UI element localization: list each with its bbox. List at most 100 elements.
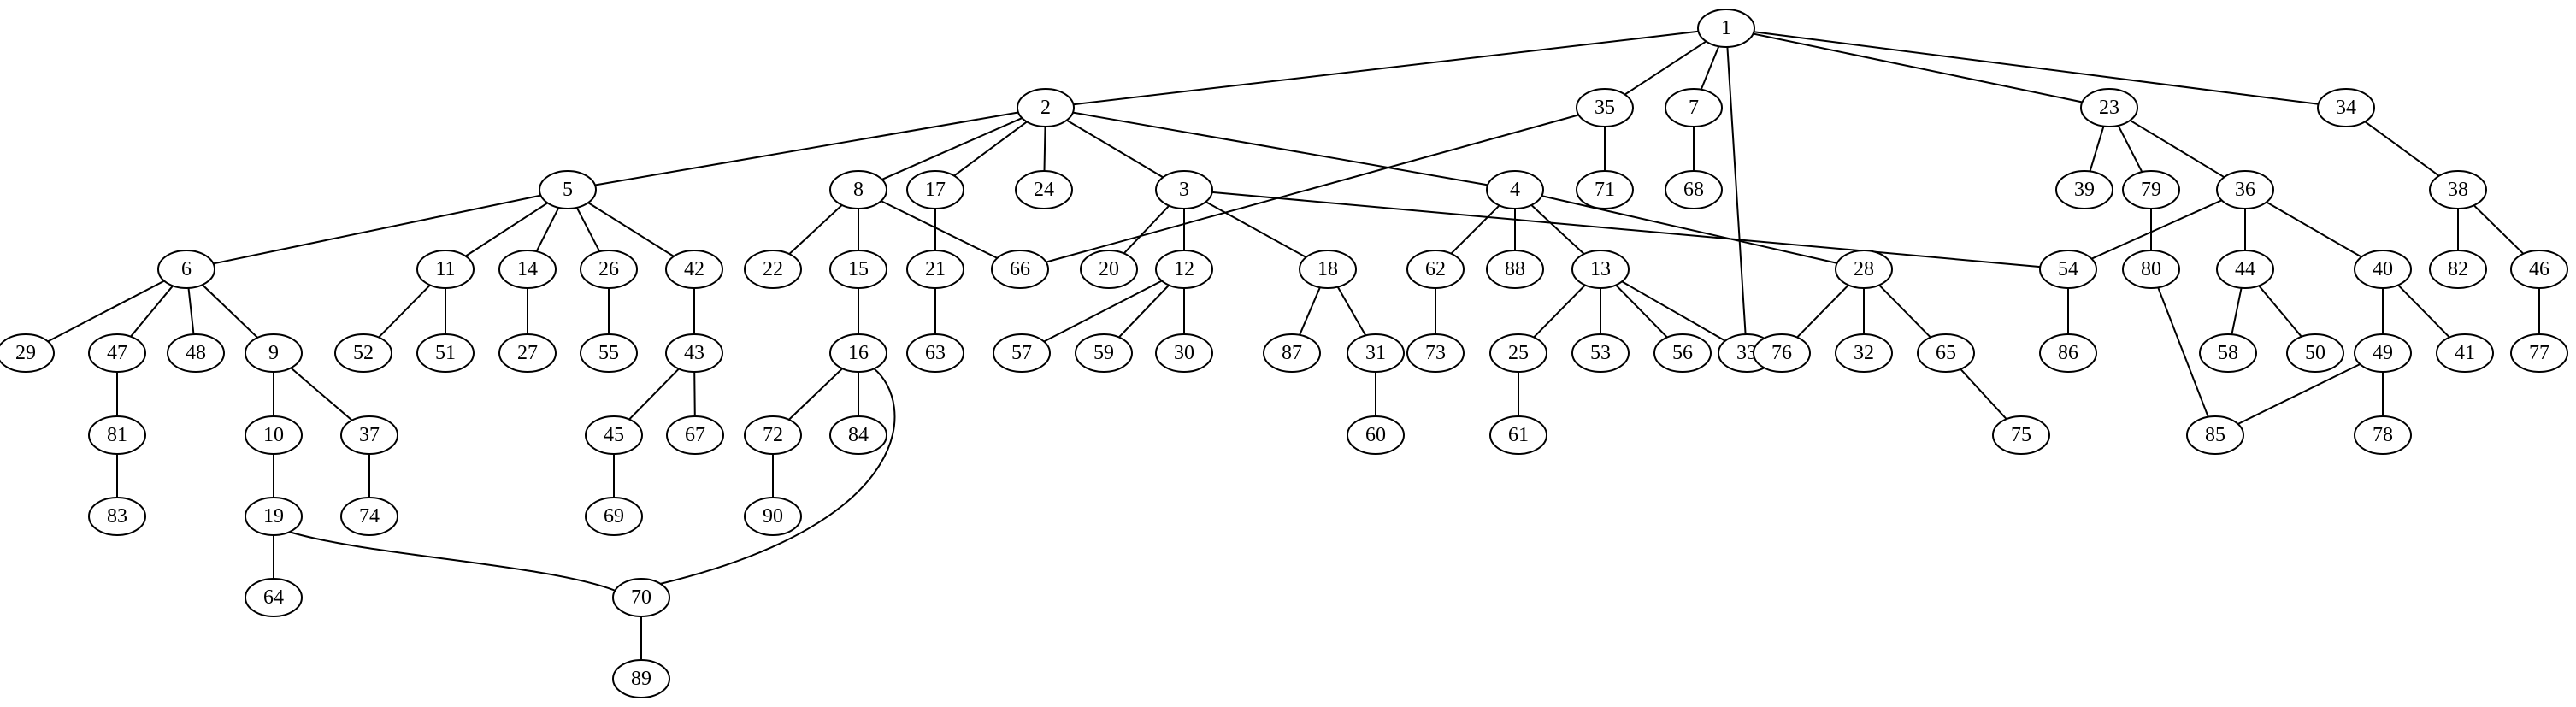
node-57: 57 [993, 333, 1051, 373]
node-71-shape [1576, 170, 1634, 209]
node-15-label: 15 [848, 258, 869, 280]
edge-16-70 [659, 368, 896, 585]
node-13: 13 [1571, 250, 1630, 289]
graph-edges [47, 30, 2540, 660]
edge-5-42 [587, 202, 675, 257]
node-76: 76 [1753, 333, 1811, 373]
node-79-shape [2122, 170, 2180, 209]
node-17: 17 [906, 170, 964, 209]
node-12-shape [1155, 250, 1213, 289]
node-61-label: 61 [1508, 424, 1529, 446]
node-27-label: 27 [517, 342, 538, 364]
node-27: 27 [498, 333, 557, 373]
node-75-label: 75 [2011, 424, 2031, 446]
node-17-shape [906, 170, 964, 209]
edge-1-7 [1700, 45, 1720, 91]
edge-4-13 [1530, 204, 1585, 255]
node-79: 79 [2122, 170, 2180, 209]
node-72-label: 72 [763, 424, 783, 446]
node-52-label: 52 [353, 342, 374, 364]
node-2-shape [1017, 88, 1075, 127]
node-55: 55 [580, 333, 638, 373]
node-88: 88 [1486, 250, 1544, 289]
edge-13-25 [1533, 284, 1586, 339]
node-69-label: 69 [604, 505, 624, 527]
node-16-shape [829, 333, 887, 373]
node-36: 36 [2216, 170, 2274, 209]
node-86-shape [2039, 333, 2097, 373]
edge-9-37 [290, 367, 353, 421]
node-31-shape [1347, 333, 1405, 373]
node-16-label: 16 [848, 342, 869, 364]
edge-5-11 [465, 202, 548, 257]
node-41: 41 [2436, 333, 2494, 373]
node-59-shape [1075, 333, 1133, 373]
node-4-label: 4 [1510, 179, 1520, 201]
node-11-shape [416, 250, 475, 289]
node-46-shape [2510, 250, 2568, 289]
node-6-label: 6 [181, 258, 192, 280]
node-26-shape [580, 250, 638, 289]
node-5-shape [539, 170, 597, 209]
node-44: 44 [2216, 250, 2274, 289]
node-42-shape [665, 250, 723, 289]
node-42-label: 42 [684, 258, 704, 280]
node-51-shape [416, 333, 475, 373]
node-48: 48 [167, 333, 225, 373]
node-46-label: 46 [2529, 258, 2549, 280]
edge-1-33 [1726, 46, 1747, 335]
node-81: 81 [88, 415, 146, 455]
node-19-shape [245, 497, 303, 536]
node-64: 64 [245, 578, 303, 617]
node-54-shape [2039, 250, 2097, 289]
node-29-shape [0, 333, 55, 373]
node-87: 87 [1263, 333, 1321, 373]
node-65: 65 [1917, 333, 1975, 373]
node-9-label: 9 [268, 342, 279, 364]
node-90-label: 90 [763, 505, 783, 527]
node-21-shape [906, 250, 964, 289]
node-73-shape [1406, 333, 1465, 373]
node-68-label: 68 [1683, 179, 1704, 201]
node-19-label: 19 [263, 505, 284, 527]
node-87-label: 87 [1282, 342, 1302, 364]
node-51: 51 [416, 333, 475, 373]
edge-40-41 [2397, 284, 2450, 339]
edge-4-62 [1450, 204, 1500, 255]
node-64-label: 64 [263, 586, 284, 609]
node-90: 90 [744, 497, 802, 536]
node-63: 63 [906, 333, 964, 373]
node-20: 20 [1080, 250, 1138, 289]
node-5: 5 [539, 170, 597, 209]
node-34-shape [2317, 88, 2375, 127]
edge-6-48 [187, 287, 195, 335]
edge-43-45 [628, 368, 680, 421]
node-89-label: 89 [631, 668, 651, 690]
node-24: 24 [1015, 170, 1073, 209]
edge-23-39 [2089, 126, 2105, 172]
node-29-label: 29 [15, 342, 36, 364]
node-68-shape [1665, 170, 1723, 209]
node-32: 32 [1835, 333, 1893, 373]
node-88-label: 88 [1505, 258, 1525, 280]
node-10-shape [245, 415, 303, 455]
node-24-shape [1015, 170, 1073, 209]
edge-44-58 [2231, 287, 2243, 335]
node-25: 25 [1489, 333, 1547, 373]
node-72: 72 [744, 415, 802, 455]
node-62-label: 62 [1425, 258, 1446, 280]
node-73-label: 73 [1425, 342, 1446, 364]
node-9-shape [245, 333, 303, 373]
edge-6-29 [47, 280, 165, 343]
node-57-label: 57 [1011, 342, 1032, 364]
node-28: 28 [1835, 250, 1893, 289]
node-8-shape [829, 170, 887, 209]
node-3: 3 [1155, 170, 1213, 209]
node-83: 83 [88, 497, 146, 536]
node-34-label: 34 [2336, 97, 2356, 119]
node-82-shape [2429, 250, 2487, 289]
edge-6-47 [130, 285, 174, 338]
node-44-label: 44 [2235, 258, 2255, 280]
node-49-shape [2354, 333, 2412, 373]
node-55-label: 55 [598, 342, 619, 364]
